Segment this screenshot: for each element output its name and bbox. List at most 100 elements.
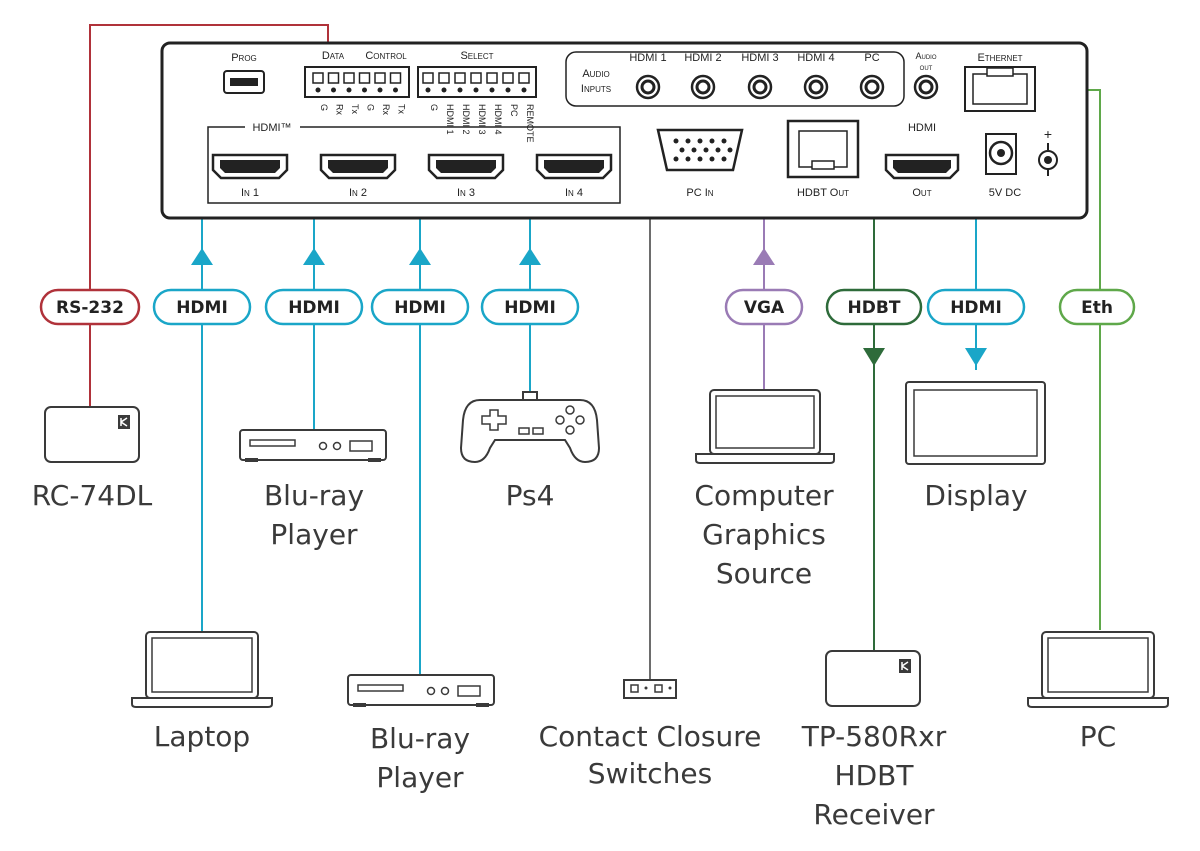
pin-hole: [343, 72, 355, 84]
pin-label: HDMI 4: [493, 104, 503, 135]
pin-hole: [438, 72, 450, 84]
tp580-label-1: TP-580Rxr: [801, 720, 947, 753]
tp580-label-3: Receiver: [813, 798, 935, 831]
pin-hole: [374, 72, 386, 84]
audio-inputs-label-2: Inputs: [581, 83, 611, 95]
pin-hole: [518, 72, 530, 84]
pin-screw: [505, 87, 511, 93]
hdbt-cable: [858, 149, 875, 650]
arrow-vga: [753, 248, 775, 265]
pill-label: HDMI: [176, 298, 228, 318]
audio-out-jack[interactable]: [913, 74, 939, 100]
pin-label: G: [319, 104, 329, 111]
svg-text:+: +: [1044, 126, 1052, 142]
pin-screw: [331, 87, 336, 93]
pin-label: Tx: [397, 104, 407, 114]
power-label: 5V DC: [989, 187, 1021, 199]
laptop-icon: [131, 631, 273, 708]
polarity-icon: +: [1038, 126, 1058, 176]
pin-screw: [521, 87, 527, 93]
bluray-bottom-label-1: Blu-ray: [370, 722, 470, 755]
audio-input-jack[interactable]: [803, 74, 829, 100]
bluray-player-icon-top: [239, 429, 387, 462]
pin-screw: [441, 87, 447, 93]
hdmi-pill-in3: HDMI: [370, 288, 470, 326]
hdbt-out-label: HDBT Out: [797, 187, 849, 199]
eth-pill: Eth: [1058, 288, 1136, 326]
hdmi-input-port[interactable]: [427, 153, 505, 180]
audio-input-label: HDMI 1: [629, 52, 666, 64]
pin-screw: [473, 87, 479, 93]
pin-label: G: [429, 104, 439, 111]
audio-input-jack[interactable]: [747, 74, 773, 100]
hdmi-out-label: Out: [912, 187, 931, 199]
hdmi-input-port[interactable]: [211, 153, 289, 180]
display-icon: [905, 381, 1046, 465]
hdbt-out-port[interactable]: [786, 119, 860, 179]
computer-graphics-laptop-icon: [695, 389, 835, 464]
rs232-pill: RS-232: [39, 288, 141, 326]
vga-port[interactable]: [656, 128, 744, 172]
hdmi-out-title: HDMI: [908, 122, 936, 134]
arrow-hdmi-out: [965, 348, 987, 366]
audio-input-jack[interactable]: [635, 74, 661, 100]
power-jack[interactable]: [985, 133, 1017, 175]
pin-label: HDMI 1: [445, 104, 455, 135]
prog-label: Prog: [231, 52, 257, 64]
pin-screw: [457, 87, 463, 93]
pin-hole: [312, 72, 324, 84]
pin-label: Rx: [381, 104, 391, 115]
tp580rxr-receiver-icon: [825, 650, 921, 707]
hdmi-input-label: In 3: [457, 187, 475, 199]
pin-hole: [422, 72, 434, 84]
pin-hole: [486, 72, 498, 84]
pin-label: Rx: [335, 104, 345, 115]
pin-screw: [393, 87, 398, 93]
rc74dl-label: RC-74DL: [32, 479, 153, 512]
hdmi-input-port[interactable]: [319, 153, 397, 180]
arrow-in4: [519, 248, 541, 265]
hdmi-pill-in4: HDMI: [480, 288, 580, 326]
audio-inputs-box: [565, 51, 905, 107]
hdmi-input-label: In 1: [241, 187, 259, 199]
audio-input-jack[interactable]: [859, 74, 885, 100]
pin-screw: [377, 87, 383, 93]
data-pin-holes: [312, 72, 402, 93]
hdmi-pill-in2: HDMI: [264, 288, 364, 326]
hdmi-pill-in1: HDMI: [152, 288, 252, 326]
contact-closure-switch-icon: [623, 679, 677, 699]
pin-label: HDMI 3: [477, 104, 487, 135]
gamepad-icon: [459, 391, 601, 464]
pin-label: HDMI 2: [461, 104, 471, 135]
audio-input-label: PC: [864, 52, 879, 64]
pill-label: HDMI: [288, 298, 340, 318]
vga-pill: VGA: [724, 288, 804, 326]
pin-hole: [389, 72, 402, 84]
ethernet-port[interactable]: [964, 66, 1036, 112]
pin-screw: [346, 87, 352, 93]
pin-label: PC: [509, 104, 519, 117]
hdmi-out-port[interactable]: [884, 153, 960, 180]
contact-closure-label-1: Contact Closure: [539, 720, 762, 753]
audio-input-label: HDMI 3: [741, 52, 778, 64]
laptop-label: Laptop: [154, 720, 250, 753]
hdmi-input-port[interactable]: [535, 153, 613, 180]
hdbt-pill: HDBT: [825, 288, 923, 326]
bluray-top-label-2: Player: [270, 518, 358, 551]
audio-inputs-label-1: Audio: [582, 68, 609, 80]
pill-label: HDBT: [848, 298, 901, 318]
audio-input-jack[interactable]: [690, 74, 716, 100]
cgs-label-2: Graphics: [702, 518, 826, 551]
arrow-in2: [303, 248, 325, 265]
pin-screw: [315, 87, 321, 93]
audio-out-label-1: Audio: [915, 51, 936, 61]
ps4-label: Ps4: [506, 479, 555, 512]
display-label: Display: [924, 479, 1027, 512]
pin-label: G: [366, 104, 376, 111]
